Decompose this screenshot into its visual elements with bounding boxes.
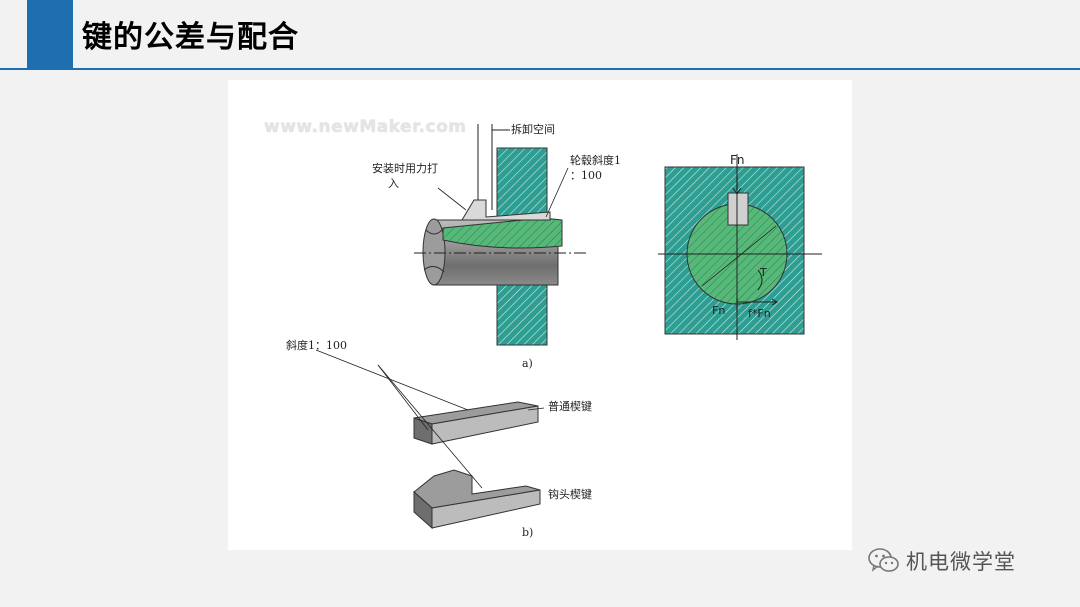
title-bar: 键的公差与配合 bbox=[0, 0, 1080, 70]
torque-arrow bbox=[757, 269, 763, 291]
slope-leader-1 bbox=[315, 349, 469, 411]
torque-line bbox=[701, 225, 777, 287]
key-in-groove bbox=[442, 217, 563, 249]
brand-watermark: 机电微学堂 bbox=[868, 545, 1016, 577]
title-accent-bar bbox=[27, 0, 73, 68]
slope-leader-2 bbox=[377, 364, 429, 431]
wedge-key-diagram bbox=[315, 124, 822, 530]
torque-label: T bbox=[760, 266, 767, 279]
hub-slope-leader bbox=[545, 167, 569, 218]
slope-leader-3 bbox=[377, 364, 483, 489]
hub-slope-label-1: 轮毂斜度1 bbox=[570, 154, 621, 167]
key-fit-figure: www.newMaker.com 拆卸空间 轮毂斜度1 ：100 安装时用力打 … bbox=[228, 80, 852, 550]
slope-label: 斜度1：100 bbox=[286, 339, 347, 352]
hook-head-wedge-key bbox=[413, 469, 541, 530]
wechat-icon bbox=[868, 548, 899, 572]
brand-name: 机电微学堂 bbox=[906, 550, 1016, 574]
gib-head-key bbox=[461, 199, 551, 221]
force-install-label-2: 入 bbox=[388, 177, 399, 190]
hook-head-wedge-key-label: 钩头楔键 bbox=[548, 488, 592, 501]
install-leader bbox=[437, 187, 467, 211]
caption-a: a) bbox=[522, 357, 533, 370]
watermark: www.newMaker.com bbox=[264, 117, 467, 137]
hub-slope-label-2: ：100 bbox=[570, 169, 602, 182]
caption-b: b) bbox=[522, 526, 534, 539]
plain-wedge-key-label: 普通楔键 bbox=[548, 400, 592, 413]
removal-space-label: 拆卸空间 bbox=[511, 123, 555, 136]
force-bottom-label: Fn bbox=[712, 304, 726, 317]
force-install-label-1: 安装时用力打 bbox=[372, 162, 438, 175]
plain-key-leader bbox=[527, 407, 545, 411]
friction-label: f*Fn bbox=[748, 307, 771, 320]
plain-wedge-key bbox=[413, 401, 539, 445]
cross-section bbox=[658, 154, 822, 340]
force-top-label: Fn bbox=[730, 153, 745, 167]
slide-title: 键的公差与配合 bbox=[82, 20, 299, 55]
